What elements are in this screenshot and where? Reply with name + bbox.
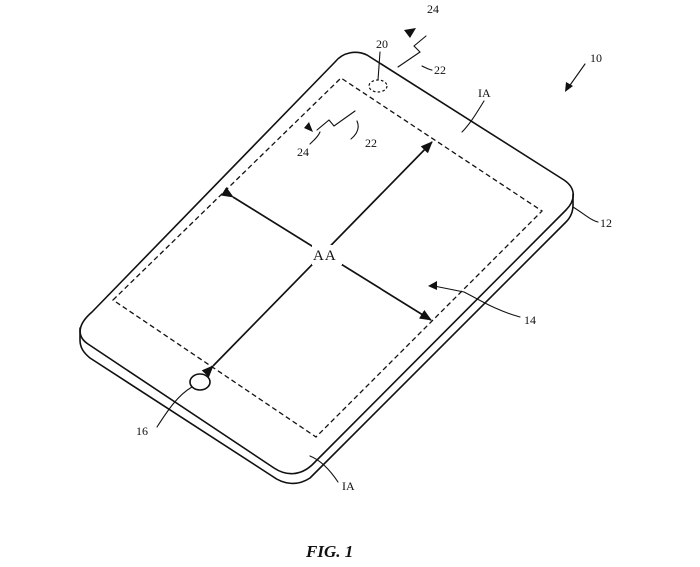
label-button: 16 [136, 424, 148, 438]
label-light-in-inner: 24 [297, 145, 309, 159]
aa-label-backdrop [312, 245, 342, 265]
label-inactive-area-bottom: IA [342, 479, 355, 493]
leader-line-20 [377, 51, 381, 81]
sensor-window [368, 79, 388, 93]
leader-line-24-inner [309, 131, 321, 145]
light-path-internal [316, 110, 356, 131]
label-light-out-top: 22 [434, 63, 446, 77]
figure-caption: FIG. 1 [305, 542, 353, 561]
leader-line-12 [572, 206, 599, 223]
label-inactive-area-top: IA [478, 86, 491, 100]
label-display: 14 [524, 313, 536, 327]
leader-line-10 [567, 63, 586, 89]
light-path-outgoing [397, 35, 427, 68]
leader-line-14-head [428, 281, 437, 290]
label-active-area: AA [313, 248, 337, 264]
label-light-in-top: 24 [427, 2, 439, 16]
light-path-outgoing-arrowhead [404, 28, 416, 38]
active-area-boundary [111, 77, 544, 438]
label-sensor: 20 [376, 37, 388, 51]
label-device: 10 [590, 51, 602, 65]
leader-line-16 [156, 386, 193, 428]
home-button [189, 373, 211, 391]
leader-line-14 [433, 285, 521, 318]
leader-line-22-inner [350, 120, 359, 140]
leader-line-10-head [565, 82, 573, 92]
device-top-face [79, 51, 575, 475]
leader-line-ia-bottom [309, 455, 339, 483]
light-path-internal-arrowhead [304, 122, 313, 132]
leader-line-22-top [421, 65, 433, 71]
leader-line-ia-top [461, 100, 485, 133]
housing-side-edge [79, 193, 574, 485]
label-light-out-inner: 22 [365, 136, 377, 150]
label-housing: 12 [600, 216, 612, 230]
